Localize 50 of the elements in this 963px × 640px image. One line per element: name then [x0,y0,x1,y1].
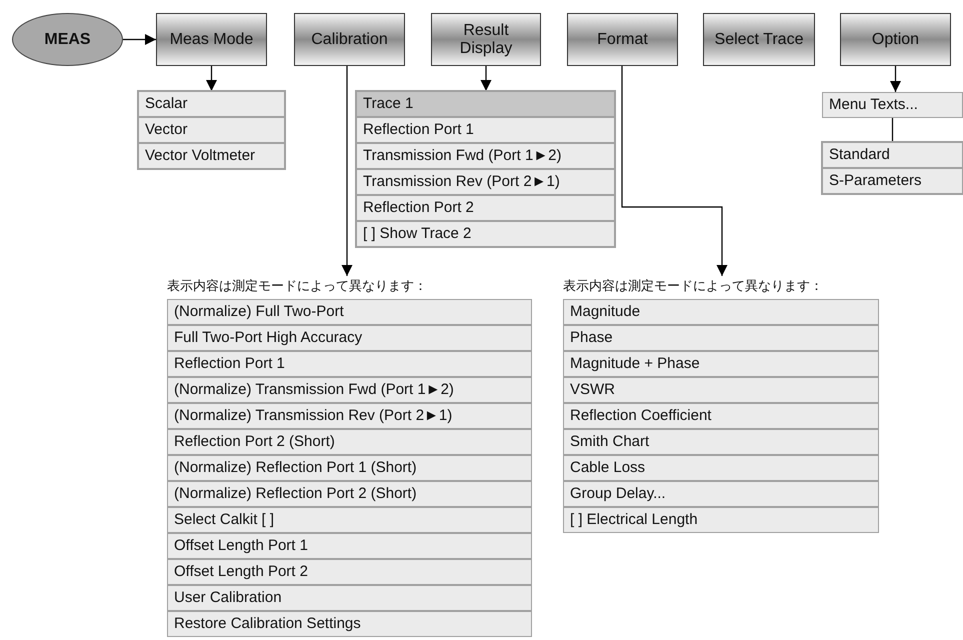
softkey-button: Select Trace [703,13,815,66]
menu-item: Vector [138,117,285,143]
menu-item: Smith Chart [563,429,879,455]
softkey-button: Result Display [431,13,541,66]
menu-item: Scalar [138,91,285,117]
menu-item: Magnitude [563,299,879,325]
arrow [621,66,728,276]
menu-heading: 表示内容は測定モードによって異なります： [563,278,823,294]
connector-line [892,118,894,142]
menu-item: VSWR [563,377,879,403]
menu-item: S-Parameters [822,168,963,194]
arrow [890,66,901,92]
menu-item: (Normalize) Transmission Rev (Port 2►1) [167,403,532,429]
menu-item: Phase [563,325,879,351]
menu-item: Full Two-Port High Accuracy [167,325,532,351]
menu-item: Restore Calibration Settings [167,611,532,637]
menu-item: Transmission Fwd (Port 1►2) [356,143,615,169]
menu-item: Reflection Coefficient [563,403,879,429]
arrow [206,66,217,91]
menu-item: Reflection Port 2 [356,195,615,221]
menu-item: (Normalize) Transmission Fwd (Port 1►2) [167,377,532,403]
menu-item: Offset Length Port 2 [167,559,532,585]
hardkey-oval: MEAS [12,13,123,66]
menu-item: Standard [822,142,963,168]
menu-item: Reflection Port 1 [167,351,532,377]
menu-item: Magnitude + Phase [563,351,879,377]
softkey-button: Option [840,13,951,66]
menu-item: Transmission Rev (Port 2►1) [356,169,615,195]
arrow [480,66,492,91]
menu-item: Menu Texts... [822,92,963,118]
menu-item: [ ] Electrical Length [563,507,879,533]
menu-item: Group Delay... [563,481,879,507]
menu-item: Trace 1 [356,91,615,117]
menu-item: Cable Loss [563,455,879,481]
menu-item: Vector Voltmeter [138,143,285,169]
softkey-button: Format [567,13,678,66]
menu-item: (Normalize) Reflection Port 2 (Short) [167,481,532,507]
menu-item: Select Calkit [ ] [167,507,532,533]
menu-item: Reflection Port 1 [356,117,615,143]
menu-item: Offset Length Port 1 [167,533,532,559]
menu-item: (Normalize) Reflection Port 1 (Short) [167,455,532,481]
menu-item: User Calibration [167,585,532,611]
softkey-button: Meas Mode [156,13,267,66]
arrow [123,34,156,45]
menu-item: (Normalize) Full Two-Port [167,299,532,325]
menu-item: Reflection Port 2 (Short) [167,429,532,455]
menu-heading: 表示内容は測定モードによって異なります： [167,278,427,294]
softkey-button: Calibration [294,13,405,66]
menu-item: [ ] Show Trace 2 [356,221,615,247]
arrow [342,66,352,276]
